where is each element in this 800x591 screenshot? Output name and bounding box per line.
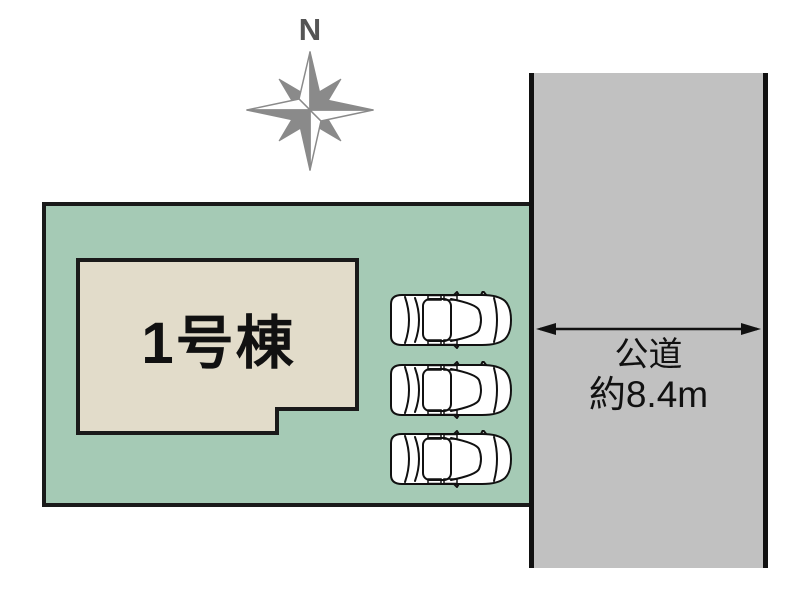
car-icon <box>390 291 512 349</box>
car-icon <box>390 361 512 419</box>
car-icon <box>390 430 512 488</box>
compass-rose-icon <box>246 51 374 171</box>
road-label-group: 公道 約8.4m <box>534 335 763 415</box>
road-width-arrow-icon <box>536 323 761 335</box>
road-name-label: 公道 <box>614 336 683 374</box>
building-footprint <box>76 258 359 435</box>
compass-north-label: N <box>298 12 322 47</box>
road-area: 公道 約8.4m <box>529 73 768 568</box>
building-label: 1号棟 <box>141 311 296 376</box>
road-width-label: 約8.4m <box>588 374 709 415</box>
